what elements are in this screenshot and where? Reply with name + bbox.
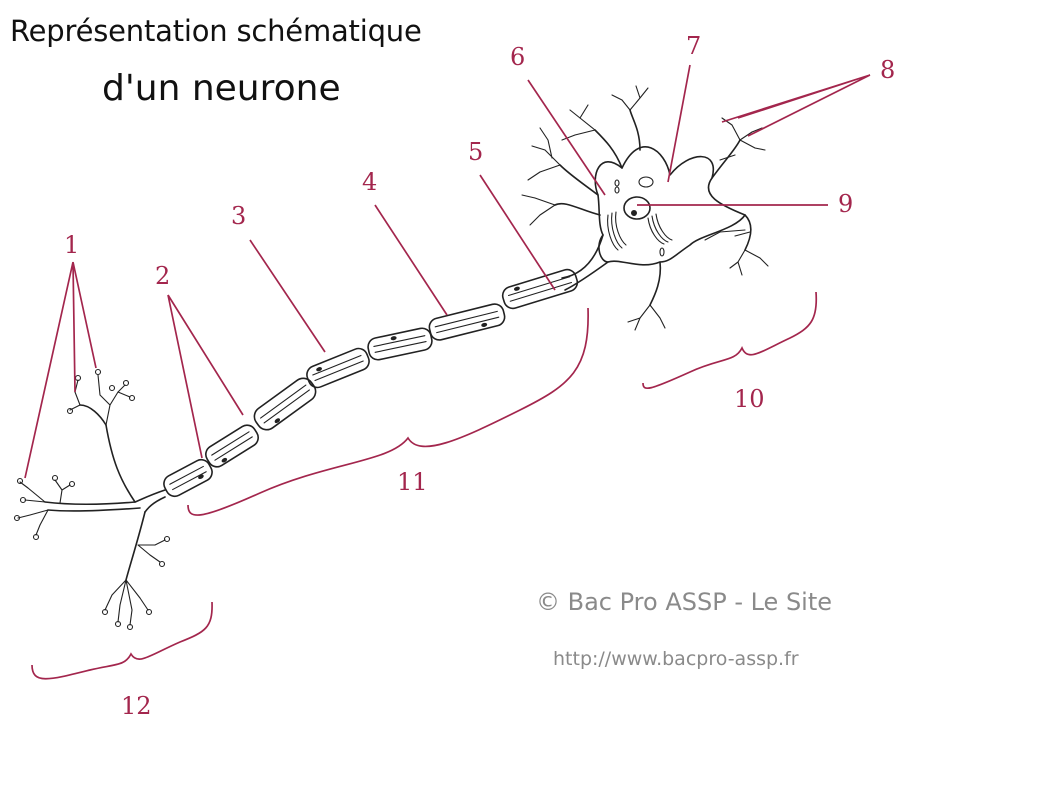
cell-body — [594, 146, 746, 266]
nucleolus — [631, 210, 637, 216]
dendrites — [521, 85, 769, 331]
axon-terminals — [13, 368, 171, 631]
label-5: 5 — [468, 138, 483, 166]
label-8: 8 — [880, 56, 895, 84]
label-6: 6 — [510, 43, 525, 71]
label-4: 4 — [362, 168, 377, 196]
nucleus — [623, 196, 651, 220]
diagram-title-line1: Représentation schématique — [10, 14, 422, 48]
label-10: 10 — [734, 385, 765, 413]
neuron-illustration — [13, 85, 769, 631]
leader-lines — [24, 64, 871, 680]
diagram-title-line2: d'un neurone — [102, 68, 341, 109]
axon-hillock — [564, 261, 609, 291]
label-9: 9 — [838, 190, 853, 218]
label-12: 12 — [121, 692, 152, 720]
label-3: 3 — [231, 202, 246, 230]
label-11: 11 — [397, 468, 428, 496]
label-1: 1 — [64, 231, 79, 259]
site-url: http://www.bacpro-assp.fr — [553, 648, 799, 670]
label-2: 2 — [155, 262, 170, 290]
number-labels: 1 2 3 4 5 6 7 8 9 10 11 12 — [64, 32, 895, 720]
copyright-text: © Bac Pro ASSP - Le Site — [536, 588, 833, 616]
label-7: 7 — [686, 32, 701, 60]
myelin-sheaths — [163, 268, 579, 498]
